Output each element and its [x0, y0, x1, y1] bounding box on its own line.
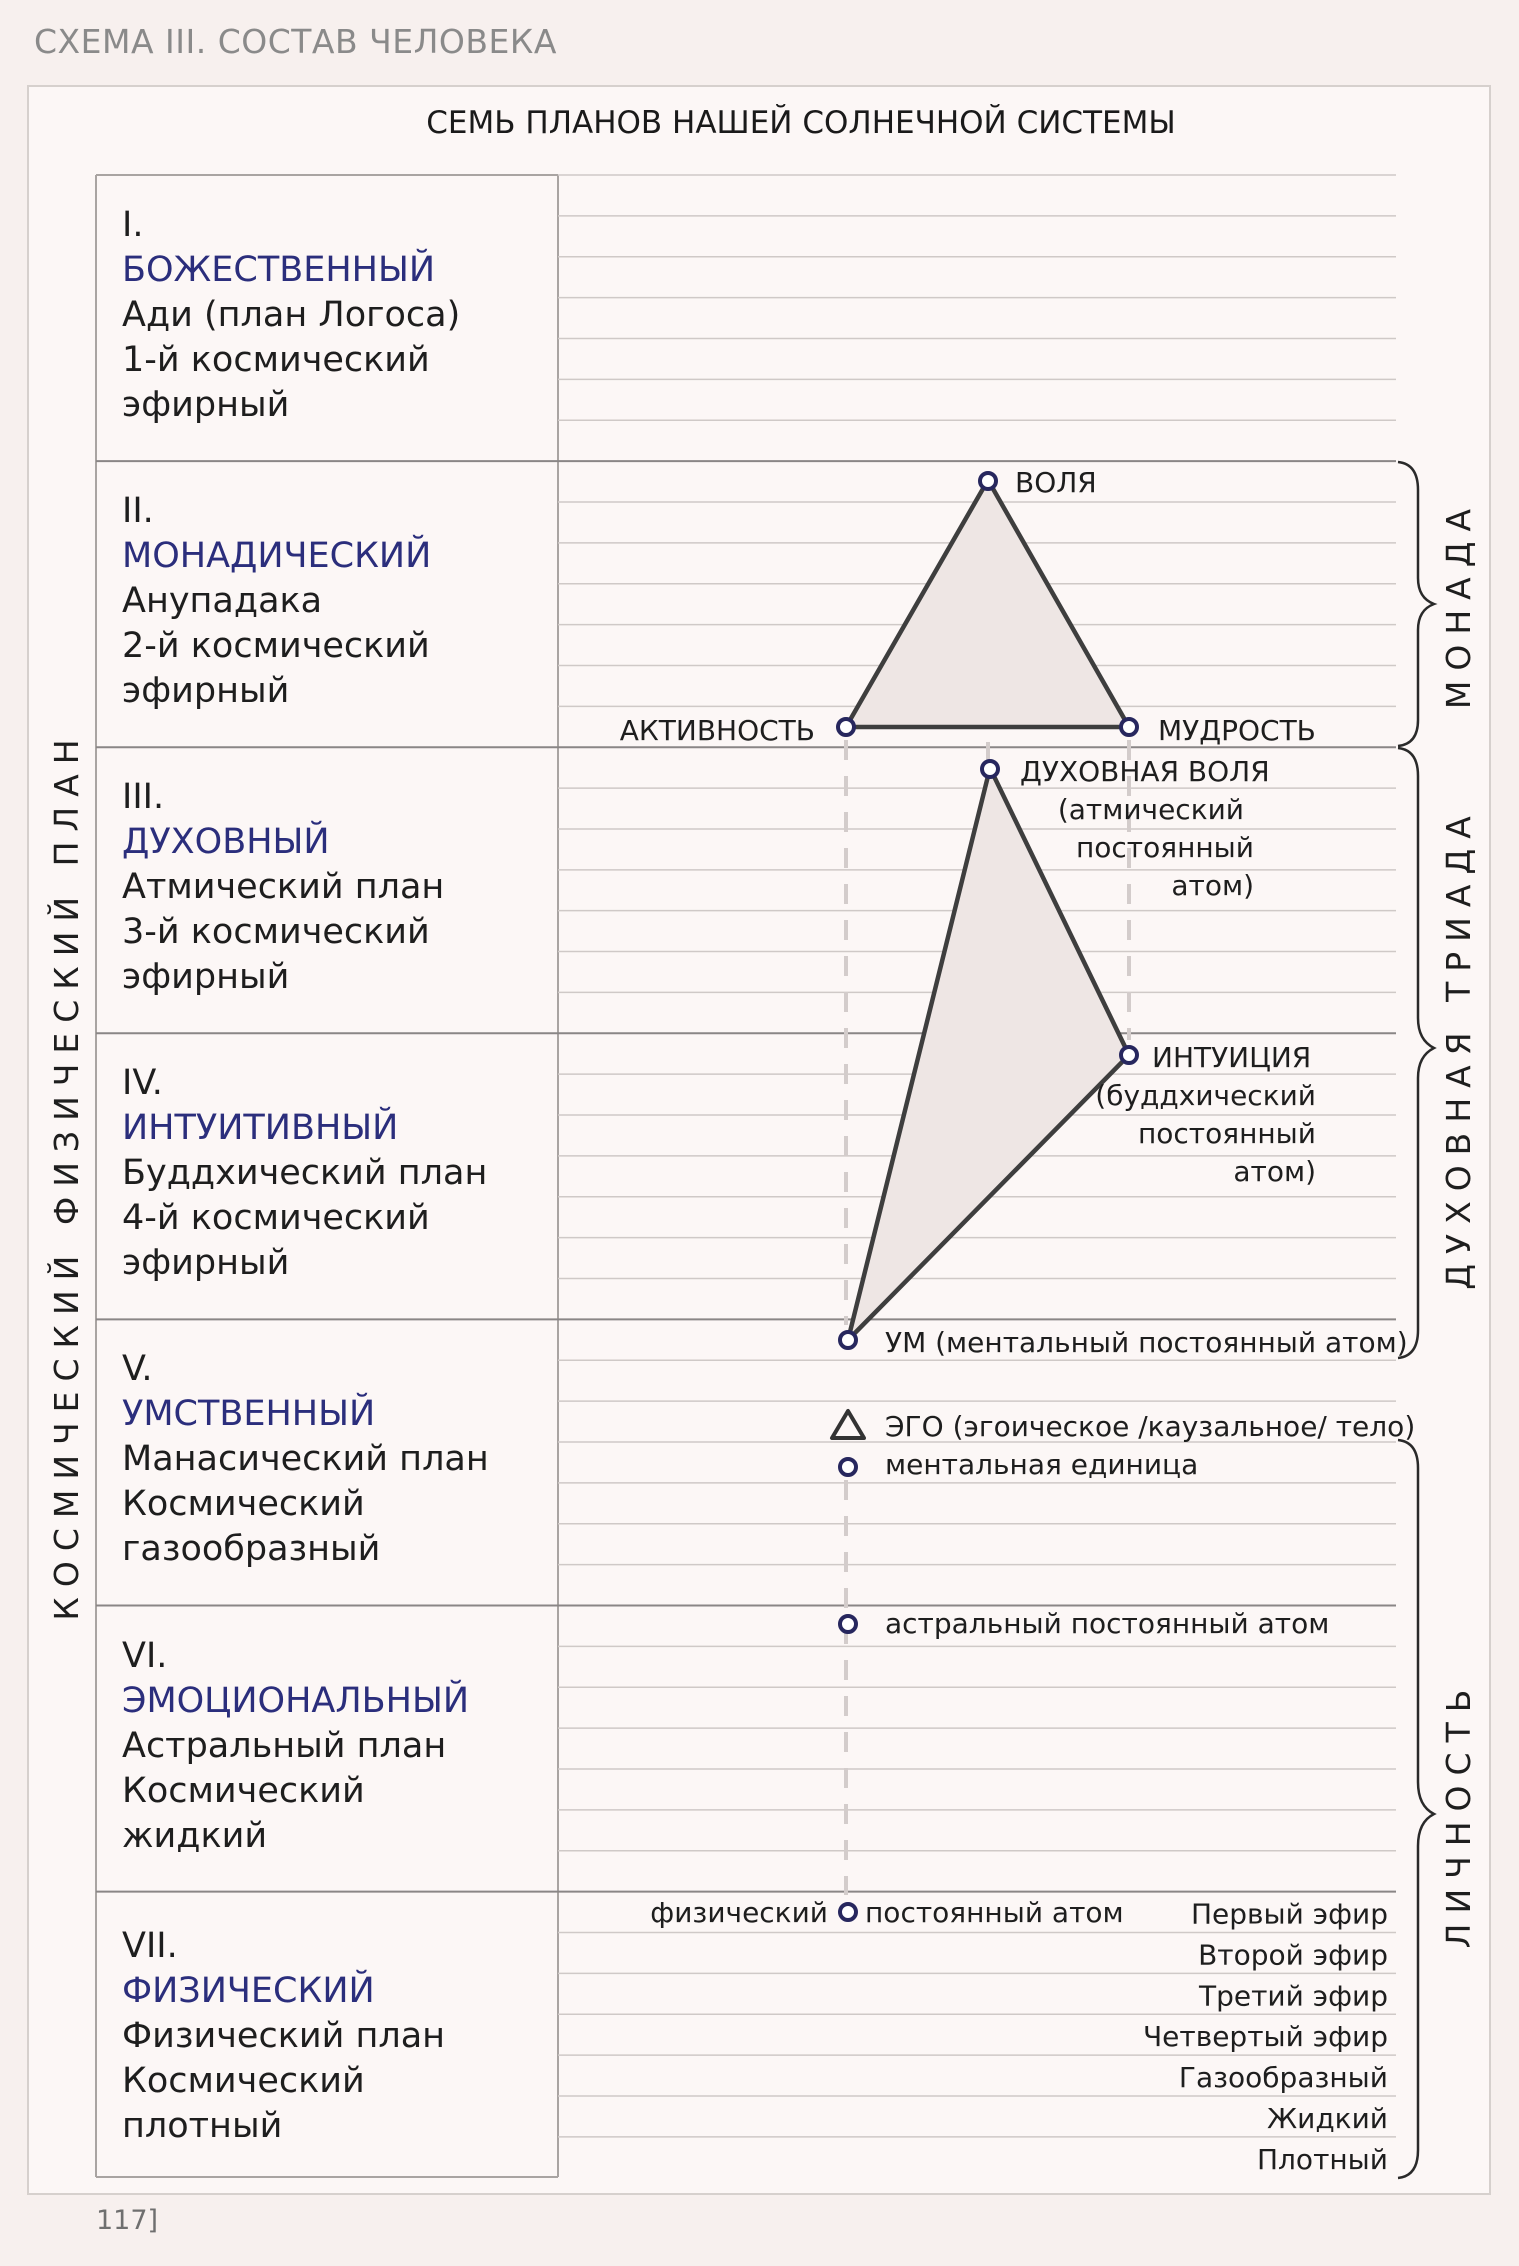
- diagram-title: СЕМЬ ПЛАНОВ НАШЕЙ СОЛНЕЧНОЙ СИСТЕМЫ: [426, 105, 1176, 141]
- plane-alt-name: Астральный план: [122, 1725, 447, 1766]
- physical-subplane-label: Плотный: [1257, 2143, 1388, 2176]
- will-label: ВОЛЯ: [1015, 466, 1097, 499]
- plane-name: УМСТВЕННЫЙ: [122, 1394, 376, 1435]
- plane-numeral: II.: [122, 491, 154, 532]
- astral-atom-node: [838, 1614, 858, 1634]
- plane-cosmic-level: 1-й космический: [122, 340, 430, 380]
- physical-subplane-label: Четвертый эфир: [1143, 2020, 1388, 2053]
- ego-label: ЭГО (эгоическое /каузальное/ тело): [885, 1410, 1415, 1443]
- mind-node: [838, 1330, 858, 1350]
- physical-subplane-label: Третий эфир: [1198, 1979, 1388, 2012]
- atmic-atom-label-2: постоянный: [1076, 831, 1254, 864]
- personality-brace: [1397, 1438, 1437, 2180]
- wisdom-label: МУДРОСТЬ: [1158, 714, 1316, 747]
- intuition-label: ИНТУИЦИЯ: [1152, 1041, 1311, 1074]
- plane-numeral: IV.: [122, 1063, 163, 1104]
- plane-cosmic-level: 2-й космический: [122, 626, 430, 667]
- plane-alt-name: Ади (план Логоса): [122, 295, 461, 335]
- plane-alt-name: Атмический план: [122, 867, 445, 908]
- activity-node: [836, 717, 856, 737]
- physical-atom-label-right: постоянный атом: [865, 1896, 1124, 1929]
- plane-numeral: VII.: [122, 1925, 178, 1966]
- plane-cosmic-level: Космический: [122, 1770, 365, 1811]
- physical-subplane-label: Жидкий: [1267, 2102, 1388, 2135]
- plane-name: ФИЗИЧЕСКИЙ: [122, 1970, 375, 2011]
- spiritual-will-node: [980, 759, 1000, 779]
- buddhic-atom-label-2: постоянный: [1138, 1117, 1316, 1150]
- buddhic-atom-label-1: (буддхический: [1095, 1079, 1316, 1112]
- triad-triangle: [845, 765, 1132, 1343]
- monad-brace: [1397, 460, 1438, 748]
- triad-brace: [1397, 746, 1437, 1360]
- left-vertical-label: КОСМИЧЕСКИЙ ФИЗИЧЕСКИЙ ПЛАН: [46, 729, 86, 1620]
- plane-name: ИНТУИТИВНЫЙ: [122, 1108, 399, 1149]
- plane-cosmic-state: эфирный: [122, 385, 290, 425]
- plane-cosmic-state: эфирный: [122, 1243, 290, 1284]
- atmic-atom-label-3: атом): [1171, 869, 1254, 902]
- page-header: СХЕМА III. СОСТАВ ЧЕЛОВЕКА: [34, 22, 557, 61]
- plane-cosmic-level: 4-й космический: [122, 1198, 430, 1239]
- diagram-frame: [27, 85, 1491, 2195]
- activity-label: АКТИВНОСТЬ: [620, 714, 815, 747]
- buddhic-atom-label-3: атом): [1233, 1155, 1316, 1188]
- astral-atom-label: астральный постоянный атом: [885, 1607, 1329, 1640]
- physical-atom-node: [838, 1902, 858, 1922]
- page-number: 117]: [96, 2205, 159, 2236]
- atmic-atom-label-1: (атмический: [1058, 793, 1244, 826]
- mind-label: УМ (ментальный постоянный атом): [885, 1326, 1408, 1359]
- mental-unit-node: [838, 1457, 858, 1477]
- plane-name: ЭМОЦИОНАЛЬНЫЙ: [122, 1680, 470, 1721]
- plane-cosmic-state: эфирный: [122, 957, 290, 998]
- plane-alt-name: Физический план: [122, 2015, 446, 2056]
- plane-cosmic-state: плотный: [122, 2105, 283, 2146]
- plane-cosmic-state: жидкий: [122, 1815, 268, 1856]
- ego-triangle-icon: [830, 1409, 866, 1440]
- plane-cosmic-level: 3-й космический: [122, 912, 430, 953]
- plane-name: МОНАДИЧЕСКИЙ: [122, 536, 432, 577]
- plane-numeral: V.: [122, 1349, 153, 1390]
- physical-subplane-label: Газообразный: [1179, 2061, 1388, 2094]
- plane-cosmic-level: Космический: [122, 2060, 365, 2101]
- plane-label-1: I. БОЖЕСТВЕННЫЙ Ади (план Логоса) 1-й косми…: [122, 203, 552, 428]
- plane-name: БОЖЕСТВЕННЫЙ: [122, 250, 436, 290]
- plane-cosmic-state: газообразный: [122, 1529, 381, 1570]
- plane-alt-name: Буддхический план: [122, 1153, 488, 1194]
- spiritual-will-label: ДУХОВНАЯ ВОЛЯ: [1020, 755, 1270, 788]
- plane-alt-name: Анупадака: [122, 581, 323, 622]
- plane-dividers: [96, 460, 1396, 1893]
- intuition-node: [1119, 1045, 1139, 1065]
- personality-label: ЛИЧНОСТЬ: [1439, 1680, 1478, 1949]
- plane-cosmic-state: эфирный: [122, 671, 290, 712]
- monad-label: МОНАДА: [1439, 499, 1478, 709]
- will-node: [978, 471, 998, 491]
- plane-name: ДУХОВНЫЙ: [122, 822, 330, 863]
- physical-atom-label-left: физический: [650, 1896, 828, 1929]
- plane-alt-name: Манасический план: [122, 1439, 489, 1480]
- plane-cosmic-level: Космический: [122, 1484, 365, 1525]
- plane-numeral: III.: [122, 777, 165, 818]
- spiritual-triad-label: ДУХОВНАЯ ТРИАДА: [1439, 806, 1478, 1290]
- mental-unit-label: ментальная единица: [885, 1448, 1198, 1481]
- plane-numeral: I.: [122, 205, 144, 245]
- monad-triangle: [843, 477, 1132, 730]
- physical-subplane-label: Первый эфир: [1191, 1898, 1388, 1931]
- wisdom-node: [1119, 717, 1139, 737]
- plane-numeral: VI.: [122, 1635, 168, 1676]
- physical-subplane-label: Второй эфир: [1198, 1938, 1388, 1971]
